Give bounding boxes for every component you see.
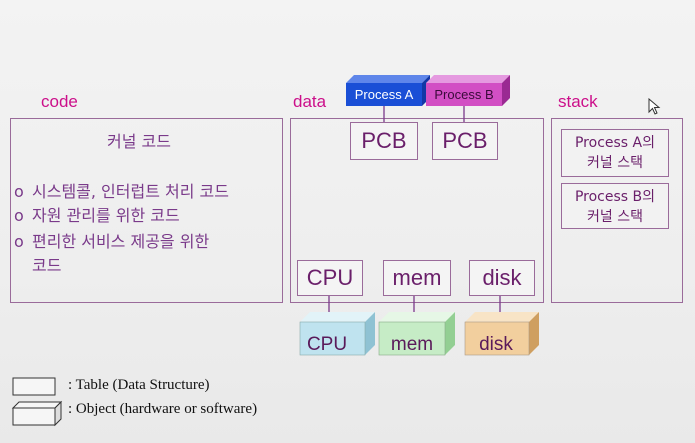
mem-object-label: mem (391, 334, 433, 355)
disk-object-front (464, 321, 530, 356)
disk-table: disk (469, 260, 535, 296)
process-b-label: Process B (434, 87, 493, 102)
mem-object-front (378, 321, 446, 356)
stack-box-line1: Process A의 (574, 135, 656, 151)
code-title: code (41, 92, 78, 111)
list-item: 코드 (32, 256, 62, 275)
process-a-top (346, 75, 430, 83)
data-panel (290, 118, 544, 303)
process-a-front (346, 83, 422, 106)
mem-object-side (445, 312, 455, 355)
cpu-object-front (299, 321, 366, 356)
cpu-object-side (365, 312, 375, 355)
bullet-marker: o (14, 206, 24, 225)
cpu-object-label: CPU (307, 334, 347, 355)
legend-object-text: : Object (hardware or software) (68, 401, 258, 417)
mem-table: mem (383, 260, 451, 296)
disk-object-label: disk (479, 334, 513, 355)
data-title: data (293, 92, 327, 111)
bullet-marker: o (14, 232, 24, 251)
stack-box-process-b: Process B의 커널 스택 (561, 183, 669, 229)
kernel-code-heading: 커널 코드 (107, 132, 171, 151)
disk-object: disk (464, 312, 539, 356)
cpu-object-top (300, 312, 375, 322)
process-b-object: Process B (426, 75, 510, 106)
stack-title: stack (558, 92, 598, 111)
stack-box-line1: Process B의 (574, 189, 656, 205)
legend-table-text: : Table (Data Structure) (68, 377, 210, 393)
cpu-table: CPU (297, 260, 363, 296)
pcb-table-b: PCB (432, 122, 498, 160)
cpu-object: CPU (299, 312, 375, 356)
stack-panel (551, 118, 683, 303)
list-item: 편리한 서비스 제공을 위한 (32, 232, 210, 251)
process-a-object: Process A (346, 75, 430, 106)
mouse-cursor-icon (648, 98, 661, 115)
legend-table-symbol (12, 377, 56, 396)
mem-object: mem (378, 312, 455, 356)
list-item: 시스템콜, 인터럽트 처리 코드 (32, 182, 229, 201)
process-b-top (426, 75, 510, 83)
pcb-table-a: PCB (350, 122, 418, 160)
disk-object-top (465, 312, 539, 322)
process-b-front (426, 83, 502, 106)
stack-box-line2: 커널 스택 (587, 209, 643, 225)
stack-box-line2: 커널 스택 (587, 155, 643, 171)
disk-object-side (529, 312, 539, 355)
connector-lines (328, 104, 501, 314)
stack-box-process-a: Process A의 커널 스택 (561, 129, 669, 177)
list-item: 자원 관리를 위한 코드 (32, 206, 180, 225)
process-a-label: Process A (355, 87, 414, 102)
legend-object-symbol (11, 400, 63, 427)
bullet-marker: o (14, 182, 24, 201)
mem-object-top (379, 312, 455, 322)
code-panel (10, 118, 283, 303)
process-b-side (502, 75, 510, 106)
